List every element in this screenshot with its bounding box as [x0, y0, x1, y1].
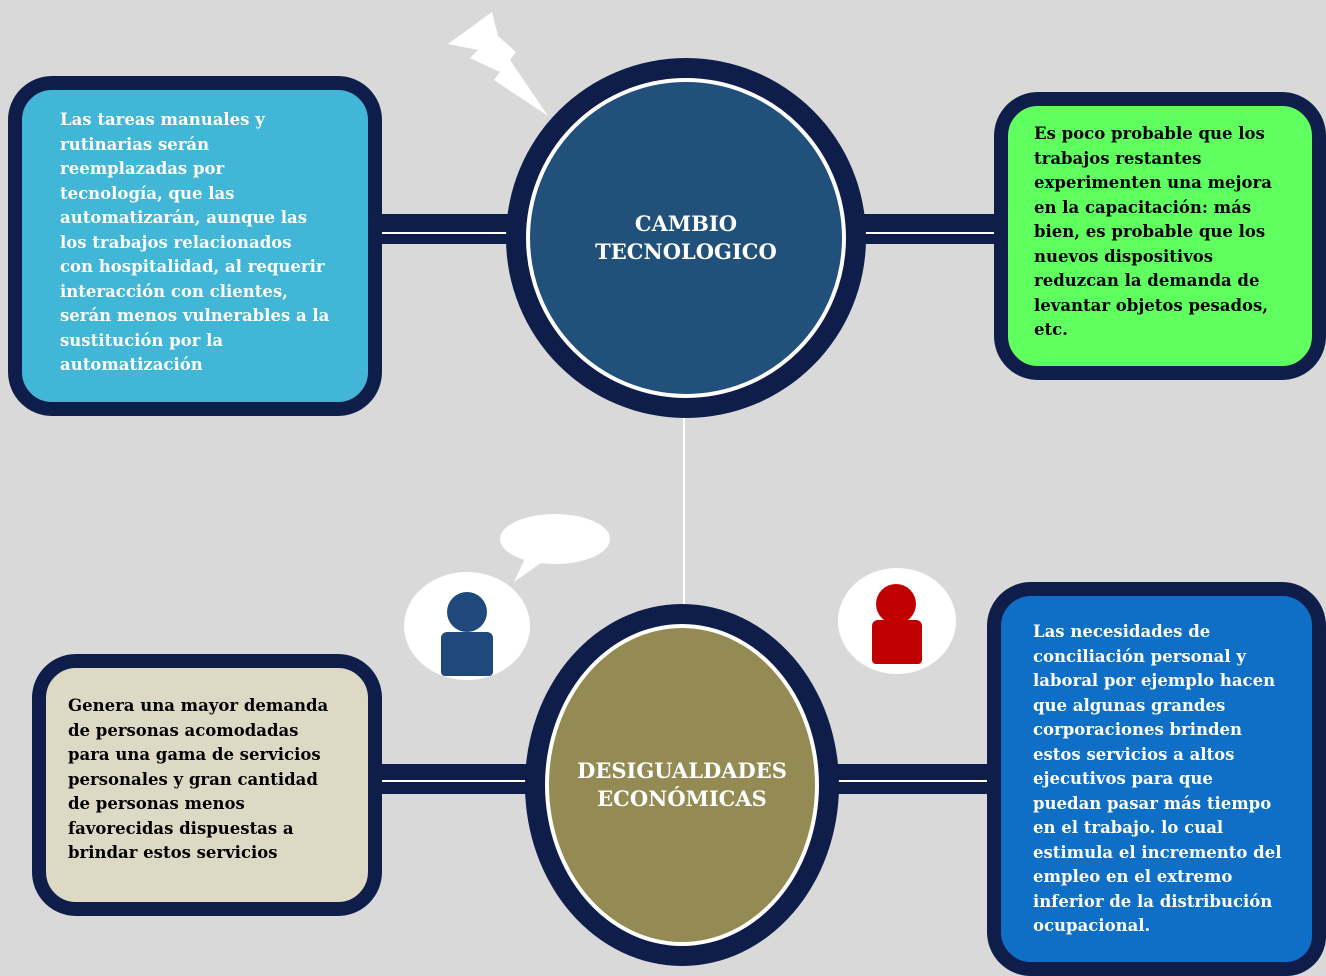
speech-bubble-icon: [500, 514, 610, 582]
box-text: Las tareas manuales y rutinarias serán r…: [60, 110, 330, 374]
connector-top-left: [365, 214, 545, 244]
box-text: Genera una mayor demanda de personas aco…: [68, 696, 329, 862]
user-icon: [838, 568, 956, 674]
lightning-icon: [448, 12, 548, 116]
node-label: CAMBIO TECNOLOGICO: [595, 211, 777, 264]
node-cambio-tecnologico: CAMBIO TECNOLOGICO: [526, 78, 846, 398]
connector-bottom-right: [830, 764, 1005, 794]
box-bottom-left: Genera una mayor demanda de personas aco…: [32, 654, 382, 916]
box-top-right: Es poco probable que los trabajos restan…: [994, 92, 1326, 380]
user-icon: [404, 572, 530, 680]
connector-bottom-left: [365, 764, 545, 794]
node-desigualdades-economicas: DESIGUALDADES ECONÓMICAS: [545, 624, 819, 946]
box-top-left: Las tareas manuales y rutinarias serán r…: [8, 76, 382, 416]
box-text: Es poco probable que los trabajos restan…: [1034, 124, 1272, 339]
connector-top-right: [830, 214, 1015, 244]
box-text: Las necesidades de conciliación personal…: [1033, 622, 1282, 935]
box-bottom-right: Las necesidades de conciliación personal…: [987, 582, 1326, 976]
node-label: DESIGUALDADES ECONÓMICAS: [577, 758, 787, 811]
